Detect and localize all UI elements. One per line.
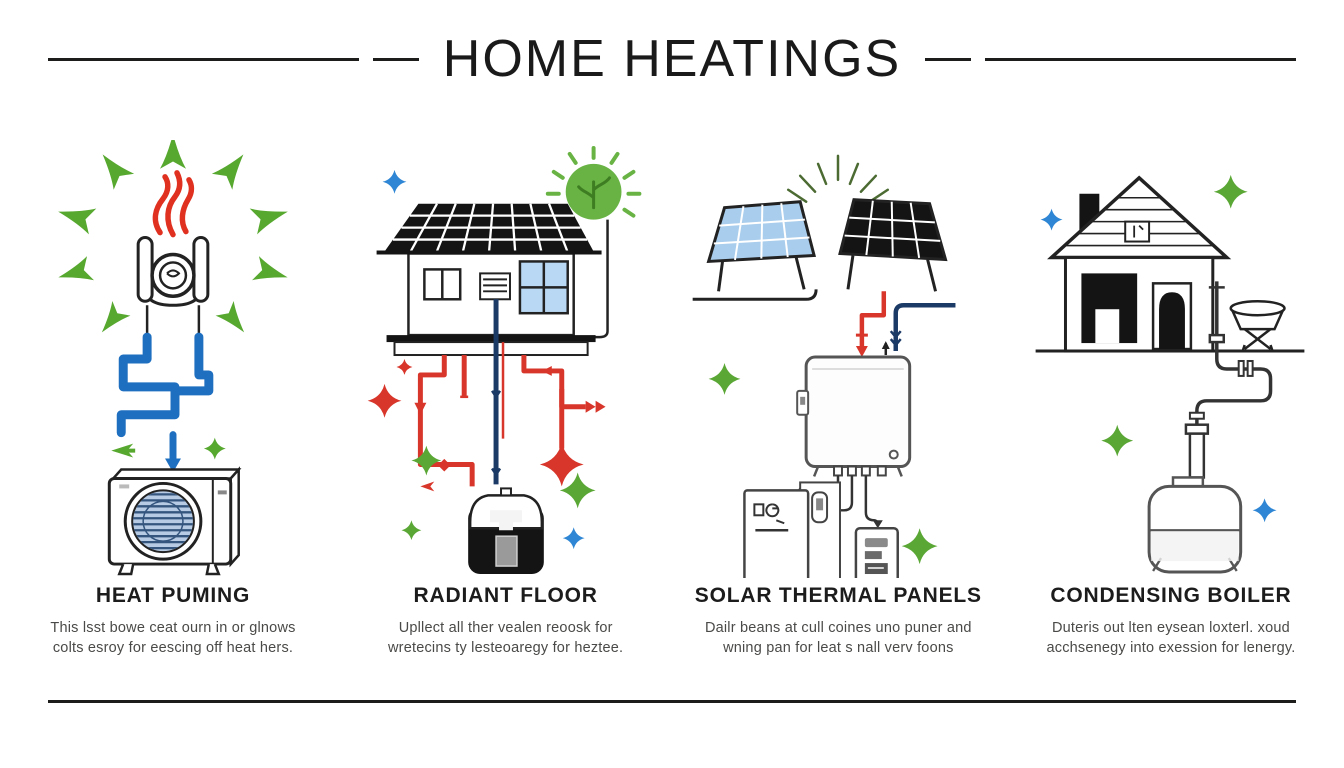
radiant-floor-pipes-icon (367, 299, 606, 492)
sparkle-blue-icon (382, 169, 407, 194)
boiler-tank-icon (1147, 476, 1243, 574)
panel-ground-line (692, 289, 818, 301)
header-dash-left (372, 57, 419, 61)
house-icon (1047, 175, 1232, 353)
refrigerant-pipe-icon (116, 332, 214, 465)
storage-tank-icon (796, 355, 912, 477)
column-description: This lsst bowe ceat ourn in or glnows co… (50, 620, 296, 657)
page-title: HOME HEATINGS (442, 30, 902, 88)
column-description: Duteris out lten eysean loxterl. xoud ac… (1046, 620, 1296, 657)
solar-panel-blue-icon (706, 200, 817, 292)
control-units-icon (743, 475, 900, 578)
sparkle-green-icon (1213, 174, 1248, 209)
water-heater-icon (467, 487, 544, 575)
flue-pipe-icon (1184, 281, 1273, 479)
flame-icon (152, 170, 195, 238)
column-radiant-floor: RADIANT FLOOR Upllect all ther vealen re… (341, 140, 671, 659)
sparkle-blue-icon (1252, 498, 1277, 523)
column-heading: RADIANT FLOOR (413, 584, 598, 607)
heat-pump-compressor-icon (136, 236, 210, 336)
outdoor-ac-unit-icon (107, 466, 242, 576)
flow-direction-icons (111, 437, 226, 460)
column-heat-pump: HEAT PUMING This lsst bowe ceat ourn in … (8, 140, 338, 659)
solar-thermal-illustration (692, 154, 956, 578)
condensing-boiler-illustration (1035, 174, 1305, 574)
feed-pipes-icon (856, 291, 956, 358)
column-heading: CONDENSING BOILER (1050, 584, 1292, 607)
column-solar-thermal: SOLAR THERMAL PANELS Dailr beans at cull… (673, 140, 1003, 659)
column-description: Upllect all ther vealen reoosk for wrete… (388, 620, 624, 657)
sparkle-blue-icon (1040, 208, 1063, 231)
solar-roof-house-icon (376, 203, 602, 357)
radiant-floor-illustration (367, 145, 642, 575)
sun-connection-line (587, 219, 609, 339)
header-rule-left (48, 57, 359, 61)
header: HOME HEATINGS (48, 24, 1296, 94)
heat-pump-illustration (54, 140, 292, 576)
column-heading: SOLAR THERMAL PANELS (694, 584, 982, 607)
outdoor-grill-icon (1229, 300, 1286, 352)
sparkle-green-icon (1101, 424, 1134, 457)
solar-panel-black-icon (838, 198, 948, 292)
radiating-heat-arrows-icon (54, 140, 292, 340)
footer-rule (48, 700, 1296, 703)
column-condensing-boiler: CONDENSING BOILER Duteris out lten eysea… (1006, 140, 1336, 659)
header-rule-right (985, 57, 1296, 61)
header-dash-right (925, 57, 972, 61)
column-heading: HEAT PUMING (95, 584, 251, 607)
column-description: Dailr beans at cull coines uno puner and… (704, 620, 972, 657)
pipe-arrowhead-icon (165, 458, 181, 473)
columns: HEAT PUMING This lsst bowe ceat ourn in … (0, 140, 1344, 659)
